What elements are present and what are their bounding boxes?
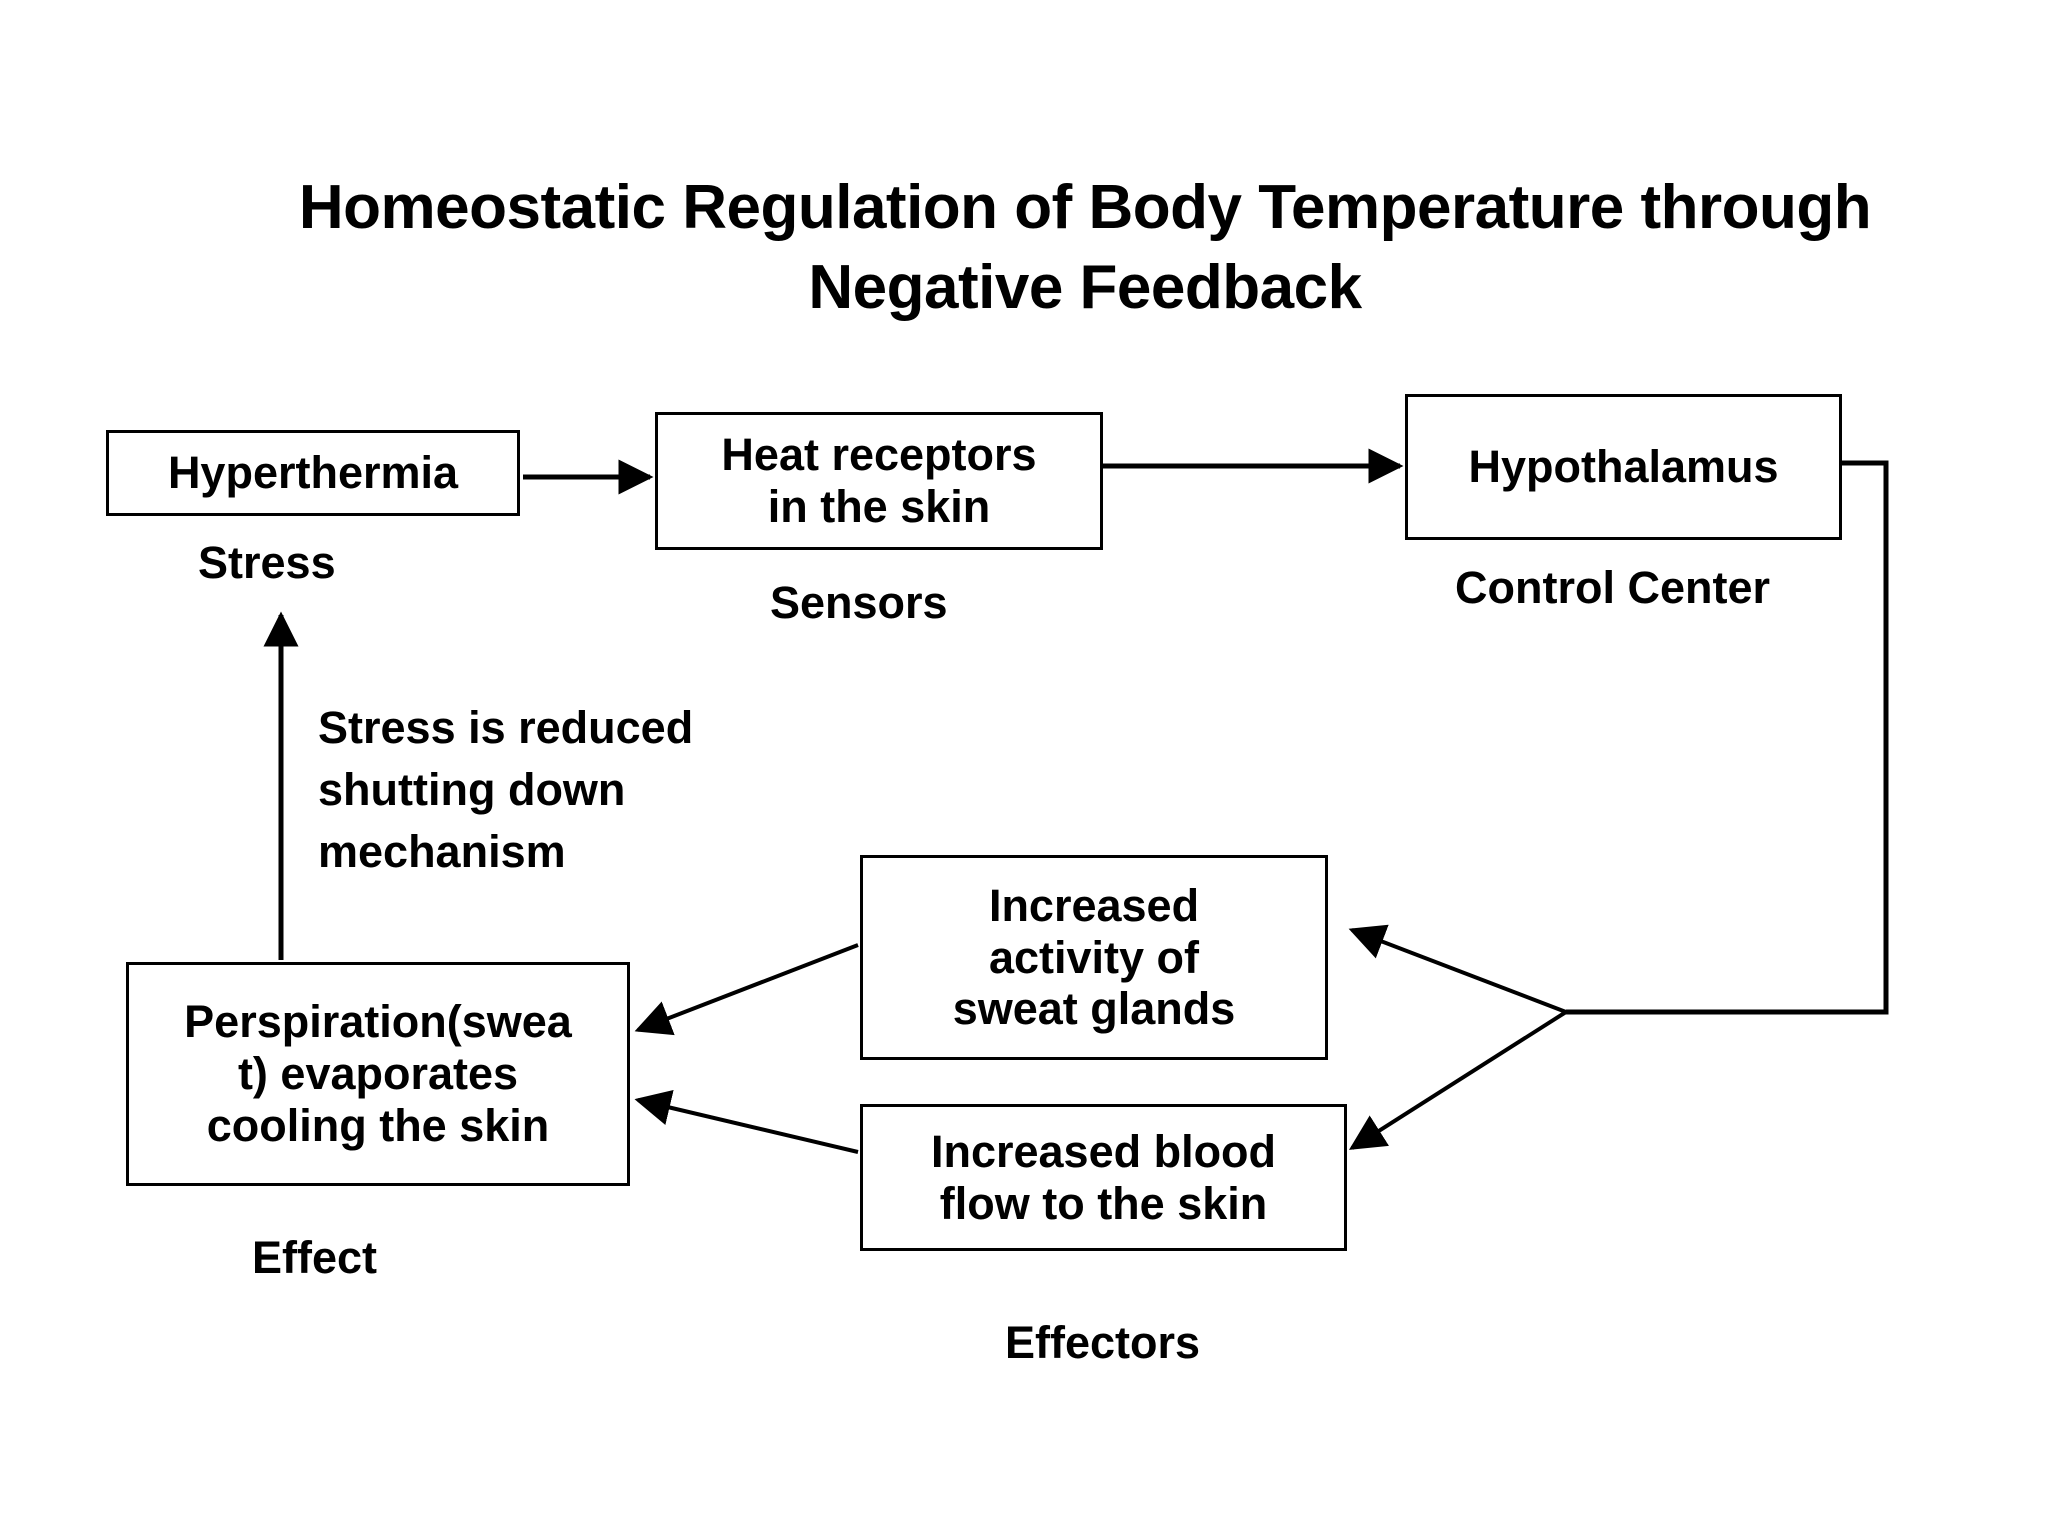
node-hyperthermia[interactable]: Hyperthermia: [106, 430, 520, 516]
node-hyperthermia-label: Hyperthermia: [167, 447, 459, 499]
page-title: Homeostatic Regulation of Body Temperatu…: [180, 168, 1990, 328]
role-label-sensors: Sensors: [770, 577, 948, 628]
node-perspiration-evaporates[interactable]: Perspiration(swea t) evaporates cooling …: [126, 962, 630, 1186]
edge-sweat-glands-to-perspiration: [634, 943, 859, 1036]
node-heat-receptors[interactable]: Heat receptors in the skin: [655, 412, 1103, 550]
role-label-effectors: Effectors: [1005, 1317, 1201, 1368]
node-increased-blood-flow[interactable]: Increased blood flow to the skin: [860, 1104, 1347, 1251]
node-increased-sweat-gland-activity[interactable]: Increased activity of sweat glands: [860, 855, 1328, 1060]
node-heat-receptors-label: Heat receptors in the skin: [721, 429, 1037, 532]
node-sweat-glands-label: Increased activity of sweat glands: [952, 879, 1236, 1035]
annotation-feedback-note: Stress is reduced shutting down mechanis…: [318, 702, 694, 877]
role-label-stress: Stress: [198, 537, 336, 588]
edge-blood-flow-to-perspiration: [634, 1089, 859, 1154]
edge-trunk-to-sweat-glands: [1348, 924, 1567, 1014]
node-perspiration-label: Perspiration(swea t) evaporates cooling …: [184, 996, 572, 1151]
page-title-line-1: Homeostatic Regulation of Body Temperatu…: [298, 173, 1872, 242]
node-hypothalamus-label: Hypothalamus: [1468, 441, 1779, 493]
page-title-line-2: Negative Feedback: [808, 253, 1362, 322]
edge-hypothalamus-to-effectors-trunk: [1566, 460, 1889, 1015]
node-blood-flow-label: Increased blood flow to the skin: [930, 1125, 1277, 1229]
edge-trunk-to-blood-flow: [1348, 1010, 1568, 1150]
role-label-control-center: Control Center: [1455, 562, 1770, 613]
node-hypothalamus[interactable]: Hypothalamus: [1405, 394, 1842, 540]
role-label-effect: Effect: [252, 1232, 378, 1283]
